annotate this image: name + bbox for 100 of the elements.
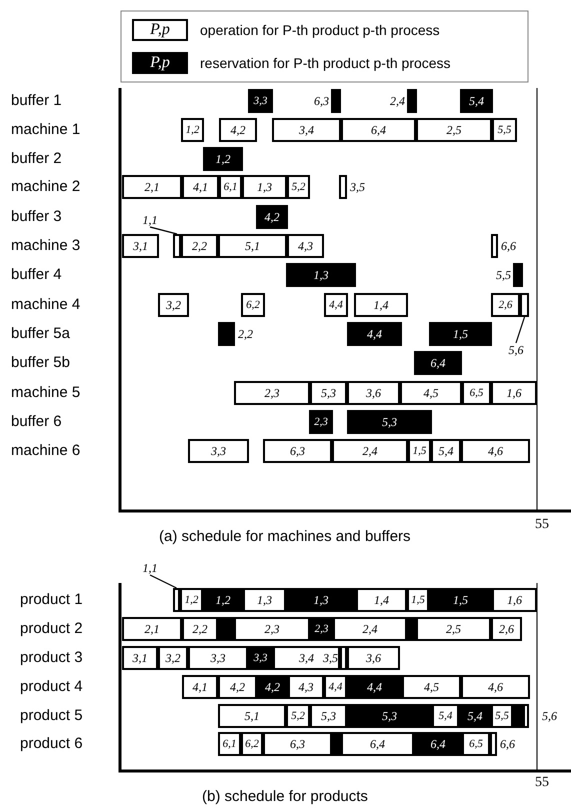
process-bar: 5,3 [347, 410, 432, 434]
process-bar: 2,5 [416, 118, 492, 142]
process-bar: 4,4 [347, 322, 402, 346]
process-bar: 4,2 [219, 118, 257, 142]
leader-line [150, 574, 177, 589]
row-label: buffer 2 [11, 150, 62, 168]
process-bar [340, 646, 347, 670]
process-bar: 1,2 [203, 147, 243, 171]
process-bar: 4,3 [287, 234, 324, 258]
row-label: product 3 [20, 649, 83, 667]
axis-value: 55 [535, 774, 549, 792]
process-bar: 5,5 [491, 704, 513, 728]
process-bar: 4,1 [182, 675, 218, 699]
axis-value: 55 [535, 516, 549, 534]
process-bar [173, 588, 180, 612]
process-bar: 4,4 [324, 675, 347, 699]
process-bar: 6,4 [414, 732, 462, 756]
reservation-bar [218, 322, 235, 346]
reservation-bar [407, 617, 416, 641]
process-bar: 5,4 [460, 89, 493, 113]
process-bar: 5,3 [310, 381, 347, 405]
process-bar: 5,5 [492, 118, 517, 142]
row-label: machine 1 [11, 121, 80, 139]
process-bar: 2,3 [309, 410, 333, 434]
legend-symbol: P,p [150, 54, 170, 72]
process-bar: 1,5 [407, 588, 429, 612]
row-label: buffer 6 [11, 413, 62, 431]
process-bar: 4,6 [461, 675, 530, 699]
process-bar: 1,2 [203, 588, 243, 612]
leader-text: 1,1 [142, 213, 158, 227]
process-bar: 6,5 [462, 381, 491, 405]
bar-label: 5,5 [496, 268, 511, 282]
bar-label: 2,4 [390, 94, 405, 108]
legend-symbol: P,p [150, 21, 170, 39]
process-bar [173, 234, 181, 258]
process-bar: 6,1 [218, 732, 241, 756]
process-bar: 6,3 [263, 732, 332, 756]
process-bar: 2,5 [416, 617, 491, 641]
reservation-bar [218, 617, 234, 641]
process-bar: 3,3 [248, 646, 273, 670]
process-bar: 2,3 [310, 617, 333, 641]
process-bar: 5,4 [431, 439, 461, 463]
leader-line [515, 316, 526, 344]
process-bar: 4,6 [461, 439, 530, 463]
process-bar: 1,3 [243, 588, 286, 612]
reservation-bar [407, 89, 417, 113]
process-bar: 5,3 [347, 704, 432, 728]
process-bar: 4,4 [347, 675, 402, 699]
process-bar: 3,2 [158, 293, 189, 317]
process-bar: 4,2 [257, 675, 288, 699]
process-bar: 1,3 [242, 175, 287, 199]
process-bar: 6,5 [462, 732, 490, 756]
row-label: machine 4 [11, 296, 80, 314]
process-bar: 3,1 [122, 646, 158, 670]
process-bar: 4,5 [402, 675, 461, 699]
process-bar: 1,6 [492, 588, 537, 612]
leader-line [150, 226, 178, 235]
process-bar: 1,5 [429, 588, 492, 612]
process-bar [520, 293, 529, 317]
process-bar: 3,1 [122, 234, 159, 258]
leader-text: 1,1 [142, 561, 158, 575]
process-bar: 5,1 [218, 704, 286, 728]
process-bar: 6,4 [341, 118, 416, 142]
process-bar: 2,6 [491, 293, 520, 317]
process-bar: 6,3 [263, 439, 332, 463]
process-bar: 5,2 [286, 704, 310, 728]
row-label: machine 6 [11, 442, 80, 460]
process-bar: 4,2 [218, 675, 257, 699]
process-bar: 6,4 [414, 351, 462, 375]
process-bar: 2,3 [234, 381, 310, 405]
process-bar: 5,3 [310, 704, 347, 728]
caption: (a) schedule for machines and buffers [159, 528, 411, 546]
row-label: product 1 [20, 591, 83, 609]
process-bar: 1,2 [181, 118, 204, 142]
process-bar: 4,4 [324, 293, 348, 317]
row-label: machine 2 [11, 178, 80, 196]
process-bar: 1,5 [408, 439, 431, 463]
process-bar: 3,3 [248, 89, 273, 113]
process-bar: 1,3 [286, 263, 356, 287]
row-label: buffer 3 [11, 208, 62, 226]
row-label: buffer 1 [11, 92, 62, 110]
process-bar: 1,2 [180, 588, 203, 612]
reservation-bar [513, 263, 523, 287]
row-label: machine 3 [11, 237, 80, 255]
process-bar: 3,3 [188, 646, 248, 670]
process-bar: 1,6 [491, 381, 537, 405]
bar-label: 3,5 [350, 180, 365, 194]
process-bar: 1,3 [286, 588, 356, 612]
process-bar: 4,3 [288, 675, 324, 699]
process-bar: 6,4 [341, 732, 414, 756]
process-bar: 2,2 [182, 617, 218, 641]
row-label: buffer 4 [11, 266, 62, 284]
process-bar: 2,2 [181, 234, 218, 258]
process-bar [523, 704, 529, 728]
bar-label: 6,6 [501, 239, 516, 253]
process-bar: 2,6 [491, 617, 522, 641]
process-bar: 2,4 [332, 439, 408, 463]
process-bar: 1,4 [354, 293, 408, 317]
process-bar: 1,4 [356, 588, 407, 612]
process-bar: 2,1 [122, 175, 182, 199]
